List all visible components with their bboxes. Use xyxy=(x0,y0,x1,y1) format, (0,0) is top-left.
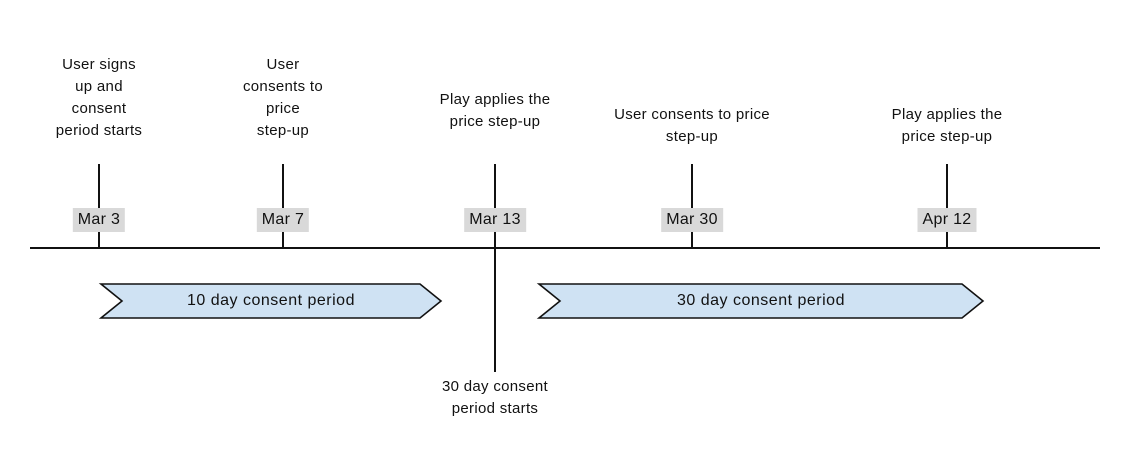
event-label: User signs up and consent period starts xyxy=(55,56,143,139)
event-label: User consents to price step-up xyxy=(242,56,324,139)
period-label: 30 day consent period xyxy=(677,292,845,309)
chevron-banner-shape xyxy=(98,283,443,319)
consent-period-banner-30-day: 30 day consent period xyxy=(536,283,985,319)
event-tick-line xyxy=(494,164,496,372)
consent-period-banner-10-day: 10 day consent period xyxy=(98,283,443,319)
event-tick-line xyxy=(282,164,284,249)
timeline-axis-line xyxy=(30,247,1100,249)
event-tick-line xyxy=(946,164,948,249)
event-tick-line xyxy=(691,164,693,249)
event-label: Play applies the price step-up xyxy=(439,91,551,130)
event-date-badge: Mar 7 xyxy=(256,208,310,232)
chevron-banner-shape xyxy=(536,283,985,319)
event-date-badge: Apr 12 xyxy=(917,208,977,232)
event-date-badge: Mar 3 xyxy=(72,208,126,232)
event-label: User consents to price step-up xyxy=(614,106,770,145)
event-label: Play applies the price step-up xyxy=(891,106,1003,145)
event-annotation: 30 day consent period starts xyxy=(442,378,548,417)
event-tick-line xyxy=(98,164,100,249)
event-date-badge: Mar 30 xyxy=(661,208,723,232)
period-label: 10 day consent period xyxy=(187,292,355,309)
event-date-badge: Mar 13 xyxy=(464,208,526,232)
